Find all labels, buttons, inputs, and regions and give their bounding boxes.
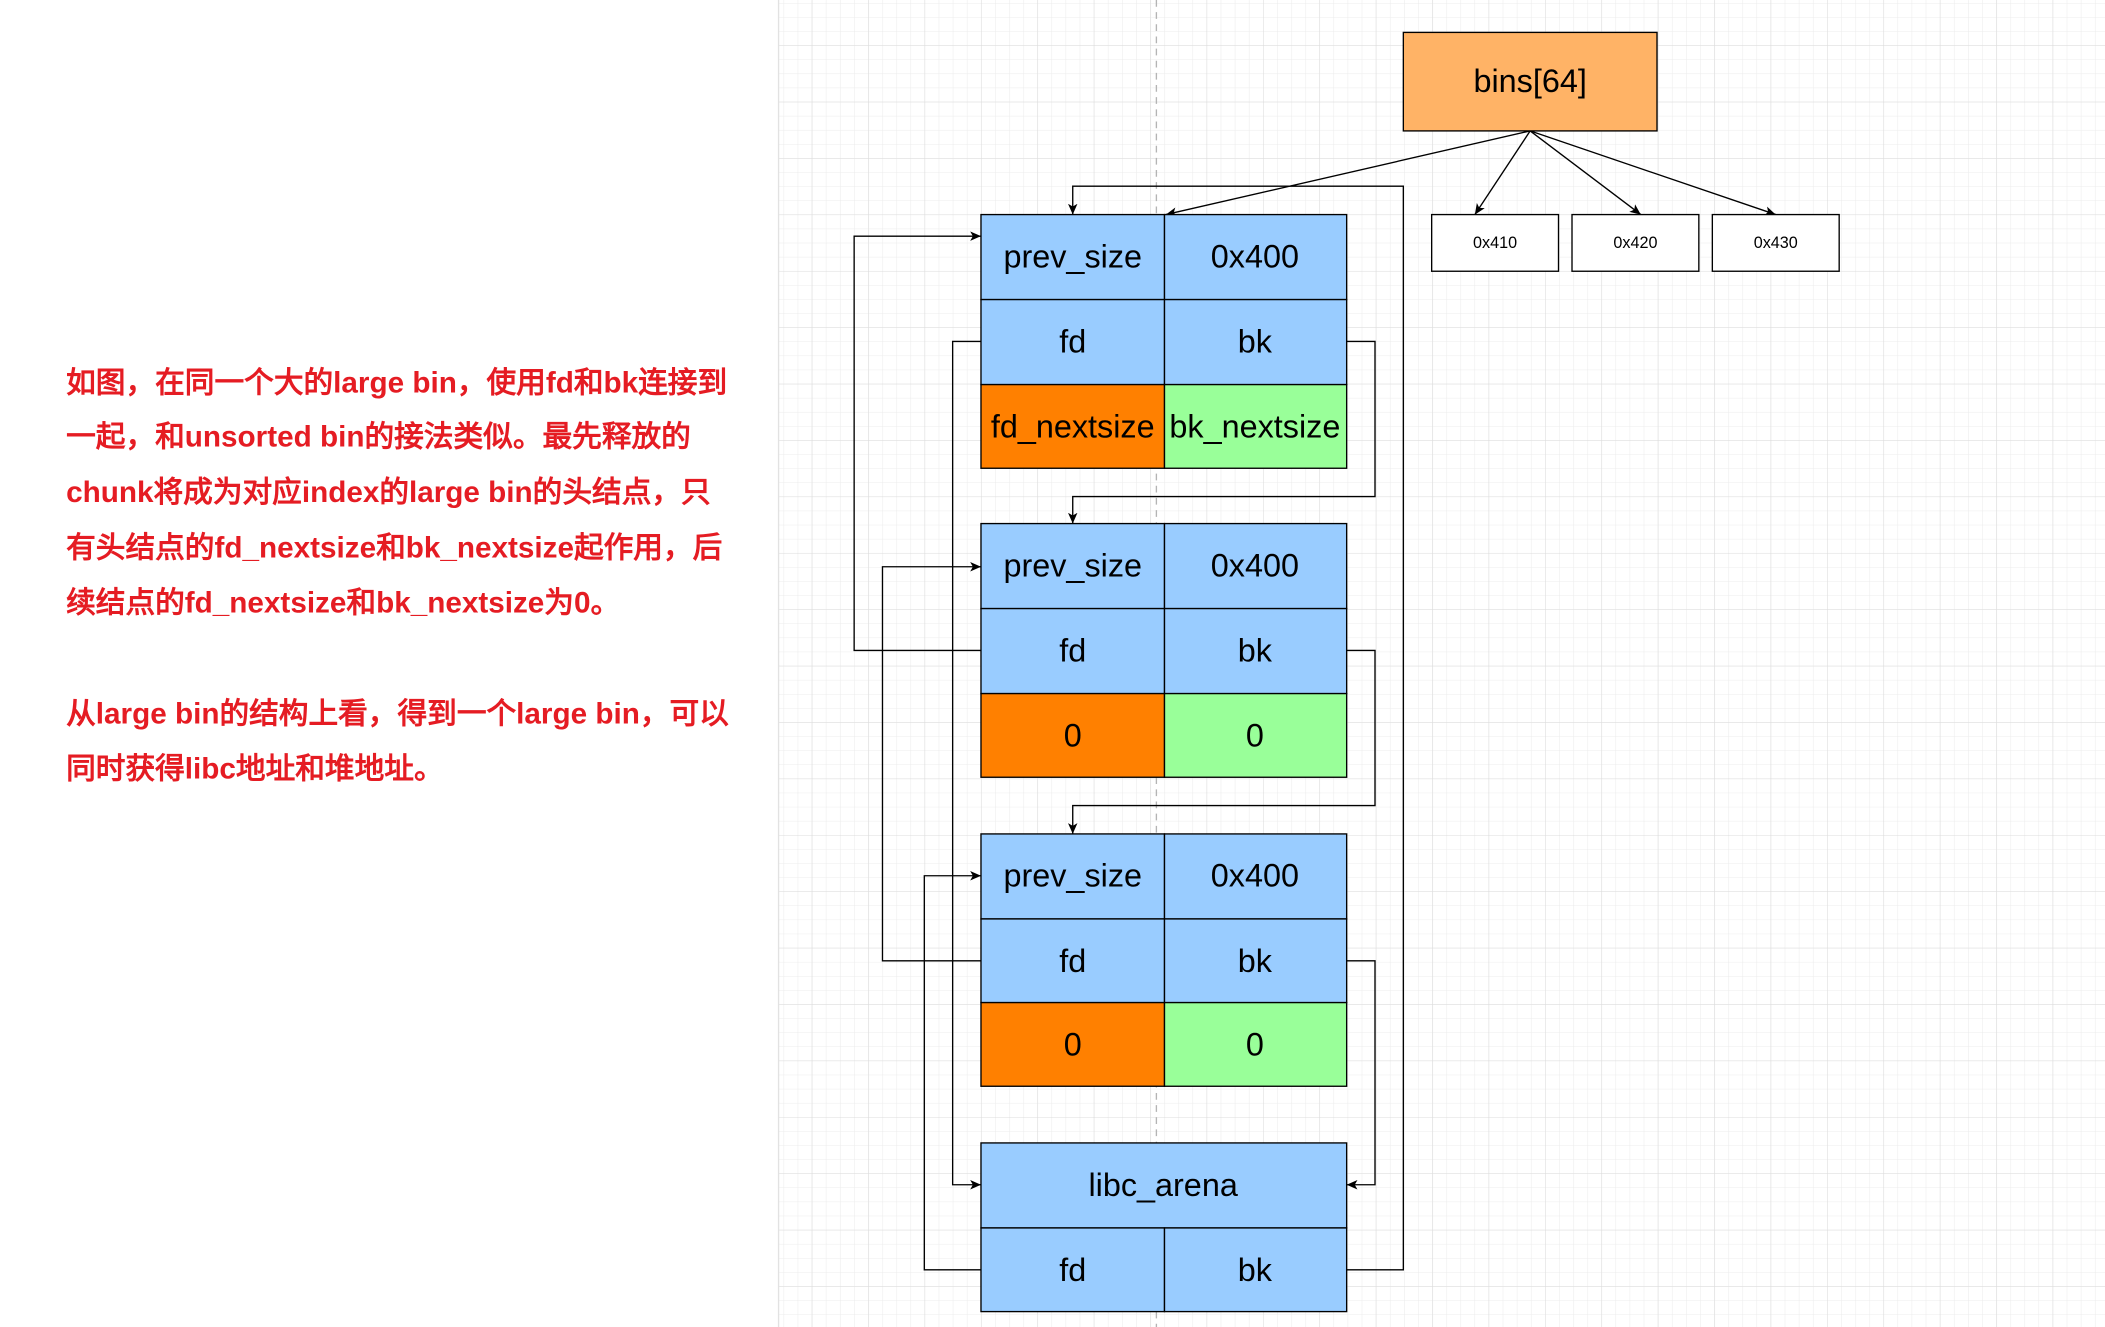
arena-cell-bk <box>1163 1227 1348 1313</box>
arena-cell-fd <box>980 1227 1166 1313</box>
bk-label: bk <box>1238 1252 1273 1288</box>
chunk-cell-bk <box>1163 918 1348 1004</box>
size-value: 0x400 <box>1211 547 1299 583</box>
chunk-cell-bk-nextsize <box>1163 692 1348 778</box>
prev-size-label: prev_size <box>1003 238 1142 274</box>
prev-size-label: prev_size <box>1003 858 1142 894</box>
bk-nextsize-value: 0 <box>1246 1026 1264 1062</box>
diagram-canvas-grid <box>777 0 2105 1327</box>
bk-label: bk <box>1238 943 1273 979</box>
connector-chunk-3-bk-to-arena <box>1346 960 1376 1190</box>
note-line: 续结点的fd_nextsize和bk_nextsize为0。 <box>66 587 620 620</box>
bk-label: bk <box>1238 632 1273 668</box>
chunk-cell-bk-nextsize <box>1163 383 1348 469</box>
note-line: 如图，在同一个大的large bin，使用fd和bk连接到 <box>66 367 727 400</box>
note-line: 一起，和unsorted bin的接法类似。最先释放的 <box>66 421 691 454</box>
chunk-1: prev_size 0x400 fd bk fd_nextsize bk_nex… <box>980 213 1348 469</box>
connector-arena-bk-to-chunk-1 <box>1068 185 1405 1271</box>
chunk-3: prev_size 0x400 fd bk 0 0 <box>980 833 1348 1087</box>
bin-size-label: 0x420 <box>1613 234 1657 252</box>
chunk-cell-bk <box>1163 298 1348 386</box>
size-value: 0x400 <box>1211 858 1299 894</box>
bin-size-box-0x410: 0x410 <box>1430 213 1560 272</box>
connector-bins-to-0x430 <box>1529 130 1776 216</box>
fd-nextsize-label: fd_nextsize <box>991 408 1155 444</box>
bin-size-label: 0x430 <box>1754 234 1798 252</box>
fd-nextsize-value: 0 <box>1064 1026 1082 1062</box>
connector-bins-to-0x410 <box>1474 130 1531 215</box>
chunk-cell-bk <box>1163 607 1348 695</box>
bins-box: bins[64] <box>1402 31 1658 132</box>
chunk-cell-prev-size <box>980 522 1166 610</box>
chunk-cell-prev-size <box>980 833 1166 920</box>
bins-label: bins[64] <box>1473 63 1586 99</box>
connectors <box>853 130 1776 1271</box>
note-line: chunk将成为对应index的large bin的头结点，只 <box>66 475 711 509</box>
connector-arena-fd-to-chunk-3 <box>923 871 981 1271</box>
bin-size-label: 0x410 <box>1473 234 1517 252</box>
fd-label: fd <box>1059 323 1086 359</box>
note-line: 有头结点的fd_nextsize和bk_nextsize起作用，后 <box>66 531 722 564</box>
arena-label: libc_arena <box>1088 1167 1237 1203</box>
bk-nextsize-label: bk_nextsize <box>1169 408 1340 444</box>
bin-size-box-0x420: 0x420 <box>1571 213 1700 272</box>
connector-chunk-1-bk-to-chunk-2 <box>1068 340 1376 524</box>
chunk-2: prev_size 0x400 fd bk 0 0 <box>980 522 1348 778</box>
fd-label: fd <box>1059 632 1086 668</box>
connector-chunk-3-fd-to-chunk-2 <box>881 562 981 962</box>
bk-label: bk <box>1238 323 1273 359</box>
size-value: 0x400 <box>1211 238 1299 274</box>
chunk-cell-fd-nextsize <box>980 383 1166 469</box>
connector-chunk-1-fd-to-arena <box>951 340 981 1190</box>
note-line: 从large bin的结构上看，得到一个large bin，可以 <box>66 697 729 730</box>
libc-arena: libc_arena fd bk <box>980 1142 1348 1313</box>
chunk-cell-size <box>1163 833 1348 920</box>
note-line: 同时获得libc地址和堆地址。 <box>66 753 444 786</box>
fd-nextsize-value: 0 <box>1064 717 1082 753</box>
connector-chunk-2-bk-to-chunk-3 <box>1068 649 1376 834</box>
chunk-cell-size <box>1163 522 1348 610</box>
connector-bins-to-chunk-1 <box>1165 130 1531 217</box>
chunk-cell-bk-nextsize <box>1163 1001 1348 1087</box>
bk-nextsize-value: 0 <box>1246 717 1264 753</box>
chunk-cell-fd <box>980 918 1166 1004</box>
bin-size-box-0x430: 0x430 <box>1711 213 1840 272</box>
chunk-cell-fd-nextsize <box>980 692 1166 778</box>
fd-label: fd <box>1059 1252 1086 1288</box>
chunk-cell-fd <box>980 607 1166 695</box>
connector-bins-to-0x420 <box>1529 130 1642 216</box>
prev-size-label: prev_size <box>1003 547 1142 583</box>
chunk-cell-fd-nextsize <box>980 1001 1166 1087</box>
chunk-cell-prev-size <box>980 213 1166 301</box>
chunk-cell-size <box>1163 213 1348 301</box>
explanation-note: 如图，在同一个大的large bin，使用fd和bk连接到 一起，和unsort… <box>66 367 729 786</box>
chunk-cell-fd <box>980 298 1166 386</box>
fd-label: fd <box>1059 943 1086 979</box>
connector-chunk-2-fd-to-chunk-1 <box>853 231 981 652</box>
